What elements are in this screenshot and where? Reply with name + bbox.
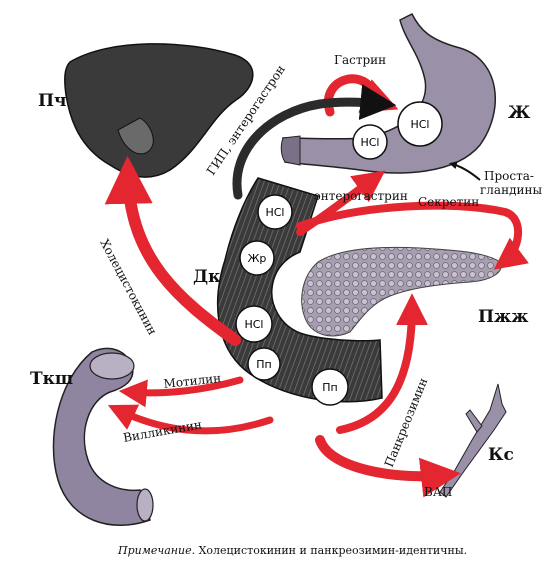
fat-circle: Жр bbox=[239, 240, 275, 276]
vessels-label: Кс bbox=[488, 445, 514, 465]
stomach-label: Ж bbox=[508, 103, 531, 123]
svg-text:HCl: HCl bbox=[410, 118, 429, 131]
vessel-branch bbox=[465, 409, 483, 433]
prostaglandin-arrow bbox=[448, 161, 481, 181]
hcl-circle-stomach-1: HCl bbox=[397, 101, 443, 147]
pancreozymin-arrow bbox=[336, 293, 428, 434]
gallbladder-shape bbox=[117, 117, 154, 155]
villikinin-label: Вилликинин bbox=[122, 417, 203, 445]
gip-arrow bbox=[232, 84, 397, 200]
svg-text:HCl: HCl bbox=[360, 136, 379, 149]
pancreas-label: Пжж bbox=[478, 307, 528, 327]
svg-text:Пп: Пп bbox=[256, 358, 271, 371]
prostaglandins-label-2: гландины bbox=[480, 183, 542, 197]
svg-text:Жр: Жр bbox=[248, 252, 267, 265]
footnote: Примечание. Холецистокинин и панкреозими… bbox=[118, 544, 467, 557]
enterogastrin-label: энтерогастрин bbox=[314, 189, 408, 203]
motilin-label: Мотилин bbox=[163, 371, 222, 391]
vip-arrow bbox=[315, 435, 461, 498]
duodenum-label: Дк bbox=[193, 267, 221, 287]
intestine-opening-top bbox=[89, 352, 135, 380]
duodenum-shape bbox=[216, 177, 383, 403]
secretin-label: Секретин bbox=[418, 195, 479, 209]
pancreozymin-label: Панкреозимин bbox=[382, 376, 431, 469]
peptide-circle-1: Пп bbox=[247, 347, 281, 381]
svg-text:Пп: Пп bbox=[322, 381, 337, 394]
svg-text:HCl: HCl bbox=[244, 318, 263, 331]
hcl-circle-duodenum-1: HCl bbox=[257, 194, 293, 230]
small-intestine-shape bbox=[52, 347, 151, 527]
liver-shape bbox=[64, 43, 254, 178]
villikinin-arrow bbox=[107, 404, 274, 435]
prostaglandins-label-1: Проста- bbox=[484, 169, 534, 183]
pancreas-shape bbox=[301, 246, 502, 337]
small-intestine-label: Ткш bbox=[30, 369, 73, 389]
footnote-text: Холецистокинин и панкреозимин-идентичны. bbox=[195, 544, 468, 557]
gastrin-label: Гастрин bbox=[334, 53, 386, 67]
vip-label: ВАП bbox=[424, 485, 452, 499]
secretin-arrow bbox=[296, 201, 529, 270]
pylorus-shape bbox=[280, 135, 301, 166]
liver-label: Пч bbox=[38, 91, 67, 111]
peptide-circle-2: Пп bbox=[311, 368, 349, 406]
stomach-shape bbox=[282, 12, 497, 174]
hcl-circle-duodenum-2: HCl bbox=[235, 305, 273, 343]
hcl-circle-stomach-2: HCl bbox=[352, 124, 388, 160]
cholecystokinin-arrow bbox=[104, 155, 241, 346]
motilin-arrow bbox=[118, 376, 244, 408]
vessel-shape bbox=[439, 383, 507, 498]
svg-text:HCl: HCl bbox=[265, 206, 284, 219]
intestine-opening-bottom bbox=[136, 488, 154, 522]
footnote-prefix: Примечание. bbox=[118, 544, 196, 557]
